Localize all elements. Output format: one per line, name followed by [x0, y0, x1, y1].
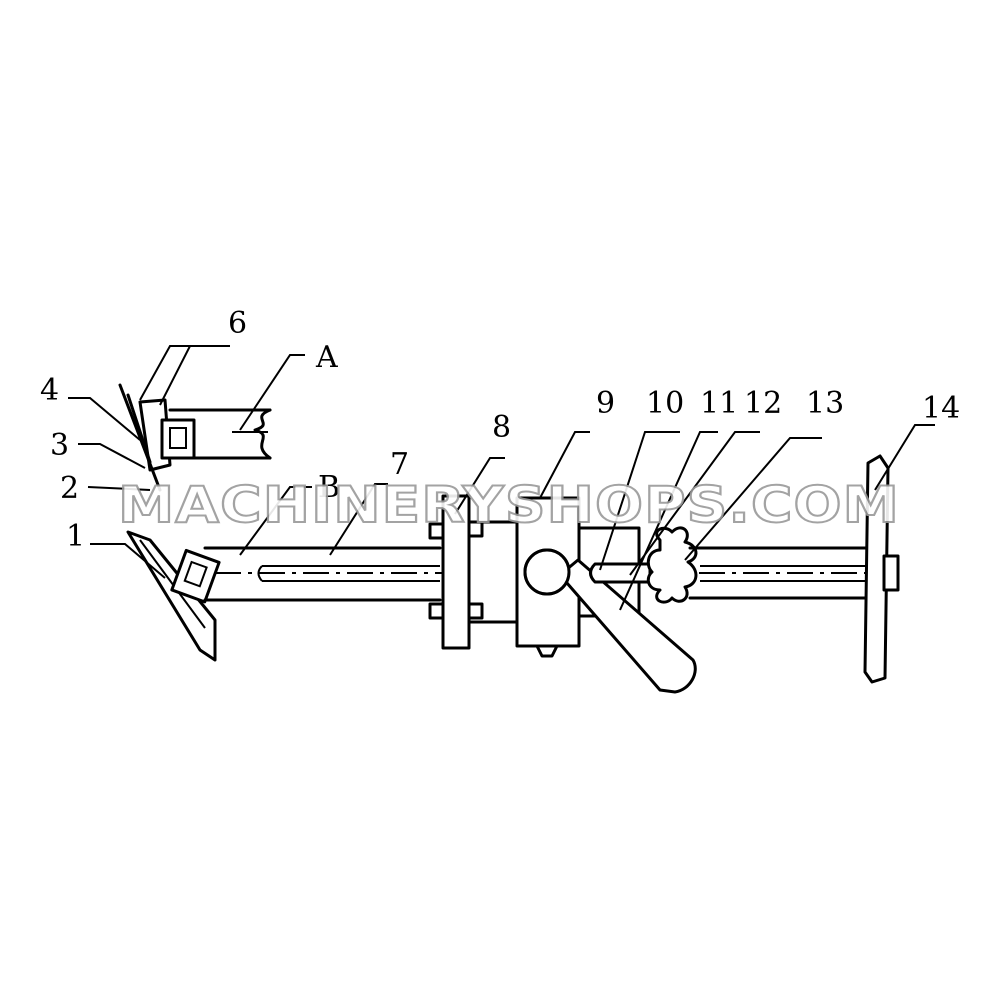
leader-b — [239, 486, 312, 556]
label-part-8: 8 — [492, 410, 511, 445]
upper-holder — [138, 398, 172, 472]
label-part-6: 6 — [228, 306, 247, 341]
star-knob — [646, 526, 698, 604]
leader-2 — [87, 486, 151, 491]
hand-wheel-crossbar — [863, 454, 890, 684]
flange-assembly — [428, 494, 519, 650]
label-part-2: 2 — [60, 471, 79, 506]
upper-blade-edge — [118, 383, 162, 492]
leader-12 — [629, 431, 760, 576]
label-part-9: 9 — [596, 386, 615, 421]
lower-clamp-bolt — [183, 560, 208, 588]
label-part-13: 13 — [806, 386, 844, 421]
hand-wheel — [863, 454, 900, 684]
label-view-b: B — [318, 470, 340, 505]
upper-clamp-block — [160, 418, 196, 460]
label-part-14: 14 — [922, 391, 960, 426]
leader-8 — [454, 457, 505, 515]
lower-cutter-head — [126, 530, 221, 662]
leader-6a — [139, 345, 210, 401]
leader-6b — [159, 345, 230, 406]
upper-cutter-detail — [118, 383, 272, 492]
housing-nozzle — [535, 644, 559, 658]
rod-assembly — [589, 562, 652, 584]
rear-bar — [688, 546, 874, 600]
flange-bolt-upper-right — [467, 520, 484, 538]
label-view-a: A — [315, 340, 338, 375]
upper-clamp-bolt — [169, 427, 187, 449]
leader-7 — [329, 483, 388, 556]
upper-break-line — [253, 408, 272, 460]
handle-assembly — [523, 548, 697, 694]
flange-bolt-lower-right — [467, 602, 484, 620]
guide-rod — [589, 562, 652, 584]
label-part-7: 7 — [390, 447, 409, 482]
leader-10 — [599, 431, 680, 571]
label-part-12: 12 — [744, 386, 782, 421]
star-knob-body — [646, 526, 698, 604]
leader-14 — [874, 424, 935, 491]
lower-clamp-block — [170, 548, 221, 604]
hand-wheel-nut — [882, 554, 900, 592]
leader-1 — [90, 543, 166, 579]
lever-handle — [558, 558, 697, 694]
label-part-3: 3 — [50, 428, 69, 463]
handle-pivot-cap — [523, 548, 571, 596]
bar-slot — [257, 565, 440, 582]
leader-9 — [539, 431, 590, 499]
label-part-10: 10 — [646, 386, 684, 421]
part-labels: 6 A 4 3 2 1 B 7 8 9 10 11 12 13 14 — [40, 306, 960, 554]
leader-3 — [78, 443, 146, 469]
flange-plate — [441, 494, 471, 650]
label-part-11: 11 — [700, 386, 738, 421]
watermark-text: MACHINERYSHOPS.COM — [118, 476, 900, 534]
flange-bolt-lower-left — [428, 602, 445, 620]
leader-a — [239, 354, 305, 431]
label-part-1: 1 — [66, 519, 85, 554]
label-part-4: 4 — [40, 373, 59, 408]
leader-4 — [68, 397, 141, 441]
leader-13 — [684, 437, 822, 561]
leader-lines — [68, 345, 935, 611]
flange-bolt-upper-left — [428, 522, 445, 540]
